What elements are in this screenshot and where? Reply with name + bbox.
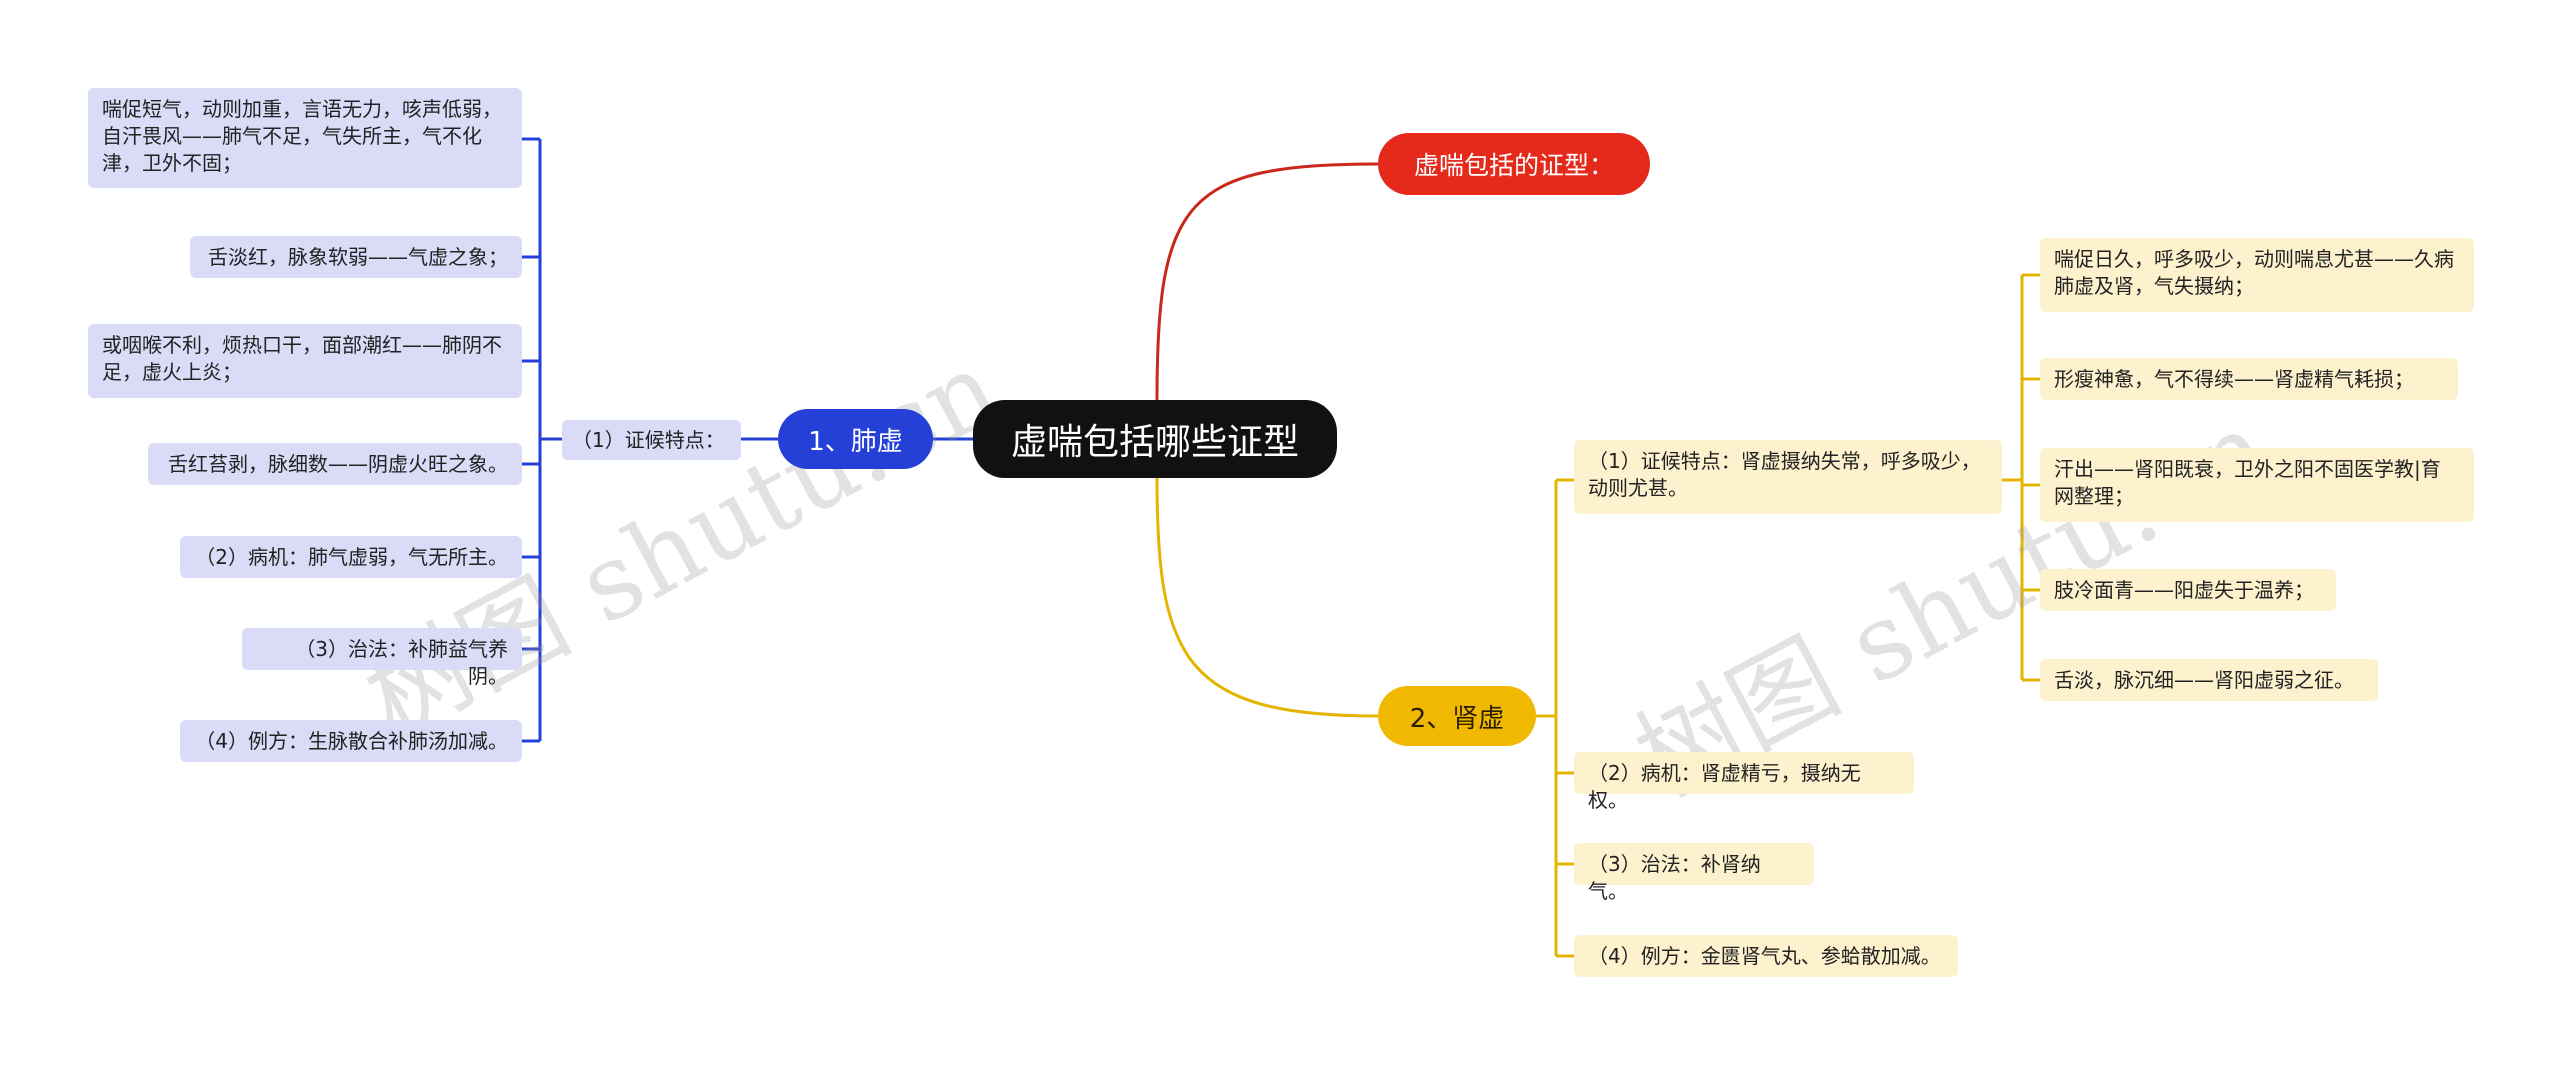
kidney-deficiency-node[interactable]: 2、肾虚 [1378,686,1536,746]
kidney-item-features[interactable]: （1）证候特点：肾虚摄纳失常，呼多吸少，动则尤甚。 [1574,440,2002,514]
lung-symptom-2[interactable]: 舌淡红，脉象软弱——气虚之象； [190,236,522,278]
kidney-item-pathogenesis[interactable]: （2）病机：肾虚精亏，摄纳无权。 [1574,752,1914,812]
lung-bracket [522,137,562,743]
kidney-symptom-5[interactable]: 舌淡，脉沉细——肾阳虚弱之征。 [2040,659,2378,701]
lung-deficiency-node[interactable]: 1、肺虚 [778,409,933,469]
lung-item-features[interactable]: （1）证候特点： [562,420,741,460]
lung-symptom-4[interactable]: 舌红苔剥，脉细数——阴虚火旺之象。 [148,443,522,485]
kidney-symptom-3[interactable]: 汗出——肾阳既衰，卫外之阳不固医学教|育网整理； [2040,448,2474,522]
lung-symptom-3[interactable]: 或咽喉不利，烦热口干，面部潮红——肺阴不足，虚火上炎； [88,324,522,398]
kidney-bracket [1536,478,1574,958]
lung-item-prescription[interactable]: （4）例方：生脉散合补肺汤加减。 [180,720,522,762]
kidney-symptom-1[interactable]: 喘促日久，呼多吸少，动则喘息尤甚——久病肺虚及肾，气失摄纳； [2040,238,2474,312]
intro-node[interactable]: 虚喘包括的证型： [1378,133,1650,195]
link-root-kidney [1155,477,1379,718]
root-node[interactable]: 虚喘包括哪些证型 [973,400,1337,478]
kidney-symptom-4[interactable]: 肢冷面青——阳虚失于温养； [2040,569,2336,611]
lung-item-pathogenesis[interactable]: （2）病机：肺气虚弱，气无所主。 [180,536,522,578]
lung-item-treatment[interactable]: （3）治法：补肺益气养阴。 [242,628,522,688]
kidney-item-treatment[interactable]: （3）治法：补肾纳气。 [1574,843,1814,903]
link-root-intro [1155,162,1379,401]
lung-symptom-1[interactable]: 喘促短气，动则加重，言语无力，咳声低弱，自汗畏风——肺气不足，气失所主，气不化津… [88,88,522,188]
kidney-symptom-bracket [2002,273,2040,682]
kidney-symptom-2[interactable]: 形瘦神惫，气不得续——肾虚精气耗损； [2040,358,2458,400]
kidney-item-prescription[interactable]: （4）例方：金匮肾气丸、参蛤散加减。 [1574,935,1958,977]
